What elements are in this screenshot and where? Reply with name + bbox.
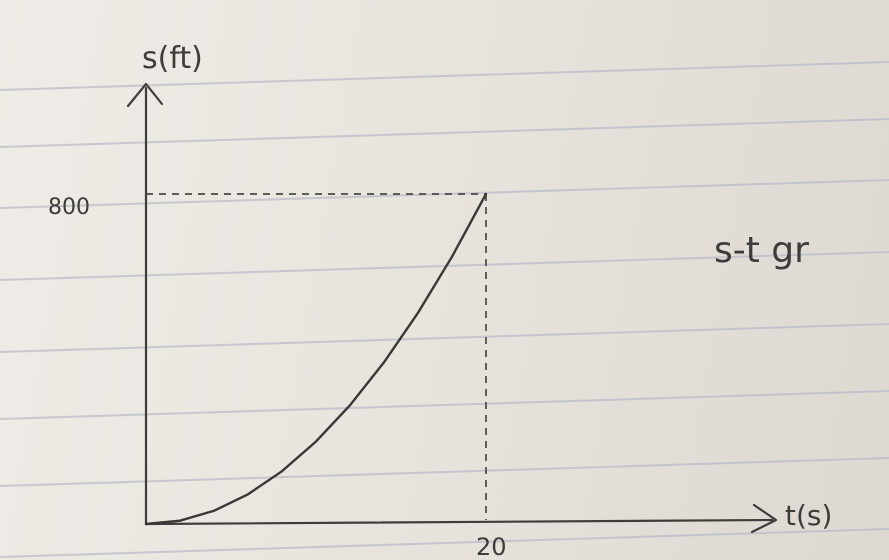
chart-title: s-t gr: [714, 230, 809, 271]
ruled-lines: [0, 61, 889, 558]
y-axis-label: s(ft): [142, 41, 203, 76]
ruled-line: [0, 390, 889, 420]
y-axis-arrow: [126, 82, 164, 108]
y-tick-800: 800: [48, 195, 90, 220]
series-curve: [144, 192, 488, 526]
ruled-line: [0, 118, 889, 148]
x-axis-arrow: [750, 503, 778, 534]
x-tick-20: 20: [476, 533, 507, 560]
ruled-line: [0, 179, 889, 209]
ruled-line: [0, 528, 889, 558]
x-axis-label: t(s): [785, 499, 832, 532]
ruled-line: [0, 457, 889, 487]
x-axis: [144, 518, 774, 526]
ruled-line: [0, 323, 889, 353]
ruled-line: [0, 61, 889, 91]
ruled-line: [0, 251, 889, 281]
